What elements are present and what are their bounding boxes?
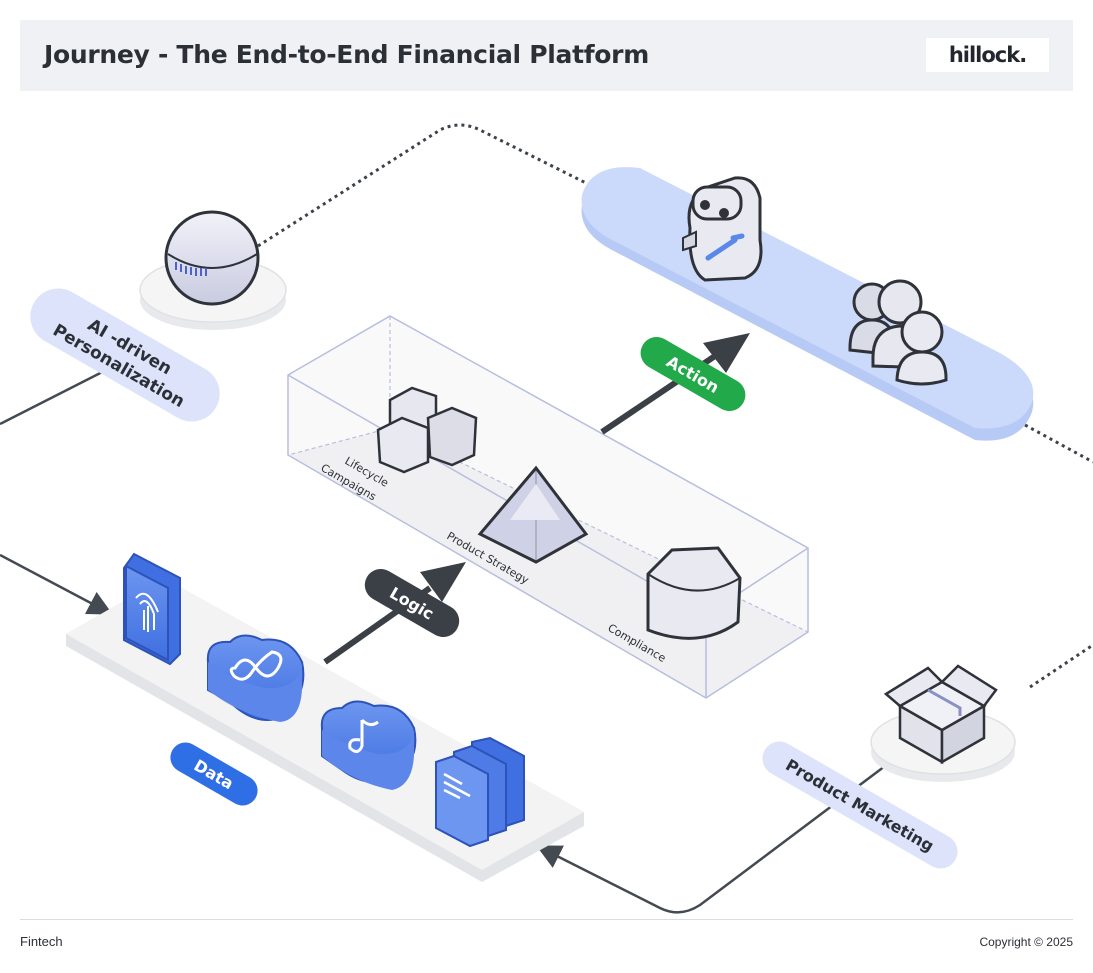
pyramid-icon xyxy=(477,465,589,564)
page-title: Journey - The End-to-End Financial Platf… xyxy=(44,40,649,69)
header-bar: Journey - The End-to-End Financial Platf… xyxy=(20,20,1073,91)
dotted-connector-right xyxy=(1024,423,1093,464)
cylinder-icon xyxy=(646,546,742,640)
users-icon xyxy=(848,279,948,386)
honeycomb-icon xyxy=(376,386,478,474)
connector-marketing-to-data xyxy=(536,759,894,914)
action-arrowhead xyxy=(703,333,750,373)
connector-into-data xyxy=(0,553,113,615)
fingerprint-phone-icon xyxy=(123,552,181,666)
brand-logo[interactable]: hillock. xyxy=(926,38,1049,72)
sphere-icon xyxy=(164,210,260,306)
ai-node xyxy=(139,210,287,330)
meta-cloud-icon xyxy=(206,634,305,722)
tiktok-cloud-icon xyxy=(320,700,417,790)
dotted-connector-top xyxy=(257,123,601,248)
server-stack-icon xyxy=(435,736,525,848)
brand-logo-text: hillock. xyxy=(948,43,1027,67)
footer-category: Fintech xyxy=(20,934,63,949)
footer-divider xyxy=(20,919,1073,920)
connector-ai-left xyxy=(0,361,121,426)
open-box-icon xyxy=(883,664,998,765)
logic-arrowhead xyxy=(420,562,466,602)
dotted-connector-bottom-right xyxy=(1029,643,1093,689)
robot-icon xyxy=(682,176,763,282)
footer-copyright: Copyright © 2025 xyxy=(979,935,1073,949)
